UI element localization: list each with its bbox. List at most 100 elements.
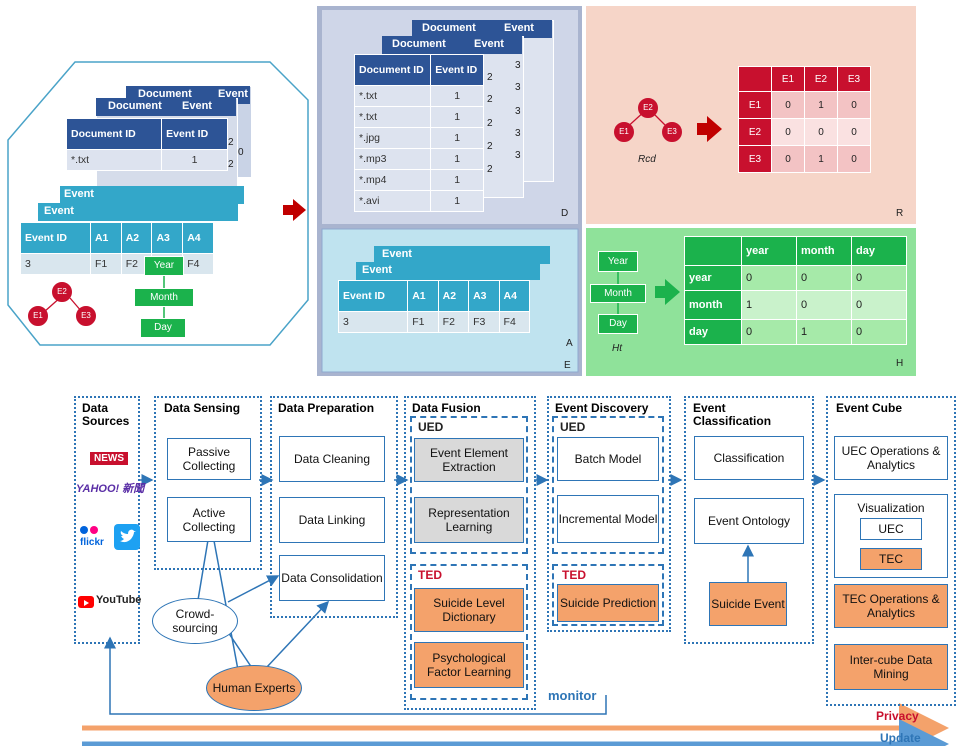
stage-event-classification (684, 396, 814, 644)
data-linking-box[interactable]: Data Linking (279, 497, 385, 543)
passive-collecting-box[interactable]: Passive Collecting (167, 438, 251, 480)
stage-data-prep (270, 396, 398, 618)
h-col-2: month (796, 236, 852, 266)
mid-attr-h4: A4 (498, 280, 531, 312)
r-cell-32: 1 (804, 145, 838, 173)
tec-vis-button[interactable]: TEC (860, 548, 922, 570)
r-label: Rcd (638, 154, 656, 165)
uec-operations-box[interactable]: UEC Operations & Analytics (834, 436, 948, 480)
h-cell-22: 0 (796, 290, 852, 320)
left-doc-r1c1: *.txt (65, 149, 163, 171)
r-col-2: E2 (804, 66, 838, 92)
r-node-e3: E3 (662, 122, 682, 142)
mid-back-c4: 2 (487, 141, 493, 152)
mid-doc-r6c1: *.avi (353, 190, 432, 212)
stage-title-classification: Event Classification (693, 401, 772, 428)
r-cell-12: 1 (804, 91, 838, 119)
psychological-factor-learning-box[interactable]: Psychological Factor Learning (414, 642, 524, 688)
mid-back-c1: 2 (487, 72, 493, 83)
human-experts-ellipse[interactable]: Human Experts (206, 665, 302, 711)
mid-back-c2: 2 (487, 94, 493, 105)
left-attr-r1: F1 (89, 253, 122, 275)
yahoo-logo: YAHOO! 新聞 (76, 483, 145, 495)
panel-letter-r: R (896, 208, 904, 219)
crowdsourcing-ellipse[interactable]: Crowd- sourcing (152, 598, 238, 644)
mid-attr-r0: 3 (337, 311, 409, 333)
h-cell-21: 1 (741, 290, 797, 320)
h-row-3: day (684, 319, 742, 345)
mid-doc-r1c1: *.txt (353, 85, 432, 107)
mid-doc-back2-header: Document Event (412, 20, 552, 38)
fusion-ued-label: UED (418, 420, 444, 434)
privacy-label: Privacy (876, 709, 919, 723)
mid-doc-r1c2: 1 (430, 85, 484, 107)
r-col-3: E3 (837, 66, 871, 92)
h-cell-33: 0 (851, 319, 907, 345)
doc-back2-h2: Event (218, 88, 248, 100)
batch-model-box[interactable]: Batch Model (557, 437, 659, 481)
incremental-model-box[interactable]: Incremental Model (557, 495, 659, 543)
r-cell-33: 0 (837, 145, 871, 173)
left-back-cell-1: 2 (228, 137, 234, 148)
discovery-ted-label: TED (562, 568, 586, 582)
mid-back-c6: 3 (515, 60, 521, 71)
r-cell-11: 0 (771, 91, 805, 119)
active-collecting-box[interactable]: Active Collecting (167, 497, 251, 542)
left-doc-h2: Event ID (161, 118, 228, 150)
mid-attr-h0: Event ID (337, 280, 409, 312)
left-attr-h3: A3 (151, 222, 184, 254)
left-node-e3: E3 (76, 306, 96, 326)
stage-event-discovery (547, 396, 671, 632)
suicide-prediction-box[interactable]: Suicide Prediction (557, 584, 659, 622)
mid-back2-h1: Document (422, 22, 476, 34)
suicide-level-dictionary-box[interactable]: Suicide Level Dictionary (414, 588, 524, 632)
tec-operations-box[interactable]: TEC Operations & Analytics (834, 584, 948, 628)
mid-attr-h1: A1 (407, 280, 439, 312)
mid-attr-r3: F3 (468, 311, 500, 333)
left-day-box: Day (140, 318, 186, 338)
attr-back1-h: Event (44, 205, 74, 217)
mid-doc-r5c2: 1 (430, 169, 484, 191)
stage-title-sources: Data Sources (82, 401, 130, 428)
left-attr-h4: A4 (182, 222, 214, 254)
h-month-box: Month (590, 284, 646, 303)
classification-box[interactable]: Classification (694, 436, 804, 480)
mid-doc-r2c1: *.txt (353, 106, 432, 128)
visualization-title: Visualization (857, 501, 925, 515)
h-row-2: month (684, 290, 742, 320)
r-cell-22: 0 (804, 118, 838, 146)
event-ontology-box[interactable]: Event Ontology (694, 498, 804, 544)
attr-back-1: Event (38, 203, 238, 221)
r-cell-31: 0 (771, 145, 805, 173)
mid-back1-h2: Event (474, 38, 504, 50)
h-cell-13: 0 (851, 265, 907, 291)
fusion-ted-group (410, 564, 528, 700)
r-cell-21: 0 (771, 118, 805, 146)
r-matrix: E1 E2 E3 E1 0 1 0 E2 0 0 0 E3 0 1 0 (738, 66, 871, 173)
r-row-3: E3 (738, 145, 772, 173)
representation-learning-box[interactable]: Representation Learning (414, 497, 524, 543)
h-cell-32: 1 (796, 319, 852, 345)
twitter-icon (114, 524, 140, 550)
r-node-e1: E1 (614, 122, 634, 142)
doc-back1-h1: Document (108, 100, 162, 112)
mid-attr-back-1: Event (356, 262, 540, 280)
framework-connectors (82, 474, 949, 746)
h-cell-11: 0 (741, 265, 797, 291)
data-cleaning-box[interactable]: Data Cleaning (279, 436, 385, 482)
inter-cube-mining-box[interactable]: Inter-cube Data Mining (834, 644, 948, 690)
h-day-box: Day (598, 314, 638, 334)
suicide-event-box[interactable]: Suicide Event (709, 582, 787, 626)
update-label: Update (880, 731, 921, 745)
mid-back-c10: 3 (515, 150, 521, 161)
stage-data-sensing (154, 396, 262, 570)
h-hier-lines (617, 272, 619, 314)
h-cell-12: 0 (796, 265, 852, 291)
uec-vis-button[interactable]: UEC (860, 518, 922, 540)
mid-attr-back1-h: Event (362, 264, 392, 276)
data-consolidation-box[interactable]: Data Consolidation (279, 555, 385, 601)
event-element-extraction-box[interactable]: Event Element Extraction (414, 438, 524, 482)
left-back-cell-2: 2 (228, 159, 234, 170)
mid-doc-back1-header: Document Event (382, 36, 522, 54)
